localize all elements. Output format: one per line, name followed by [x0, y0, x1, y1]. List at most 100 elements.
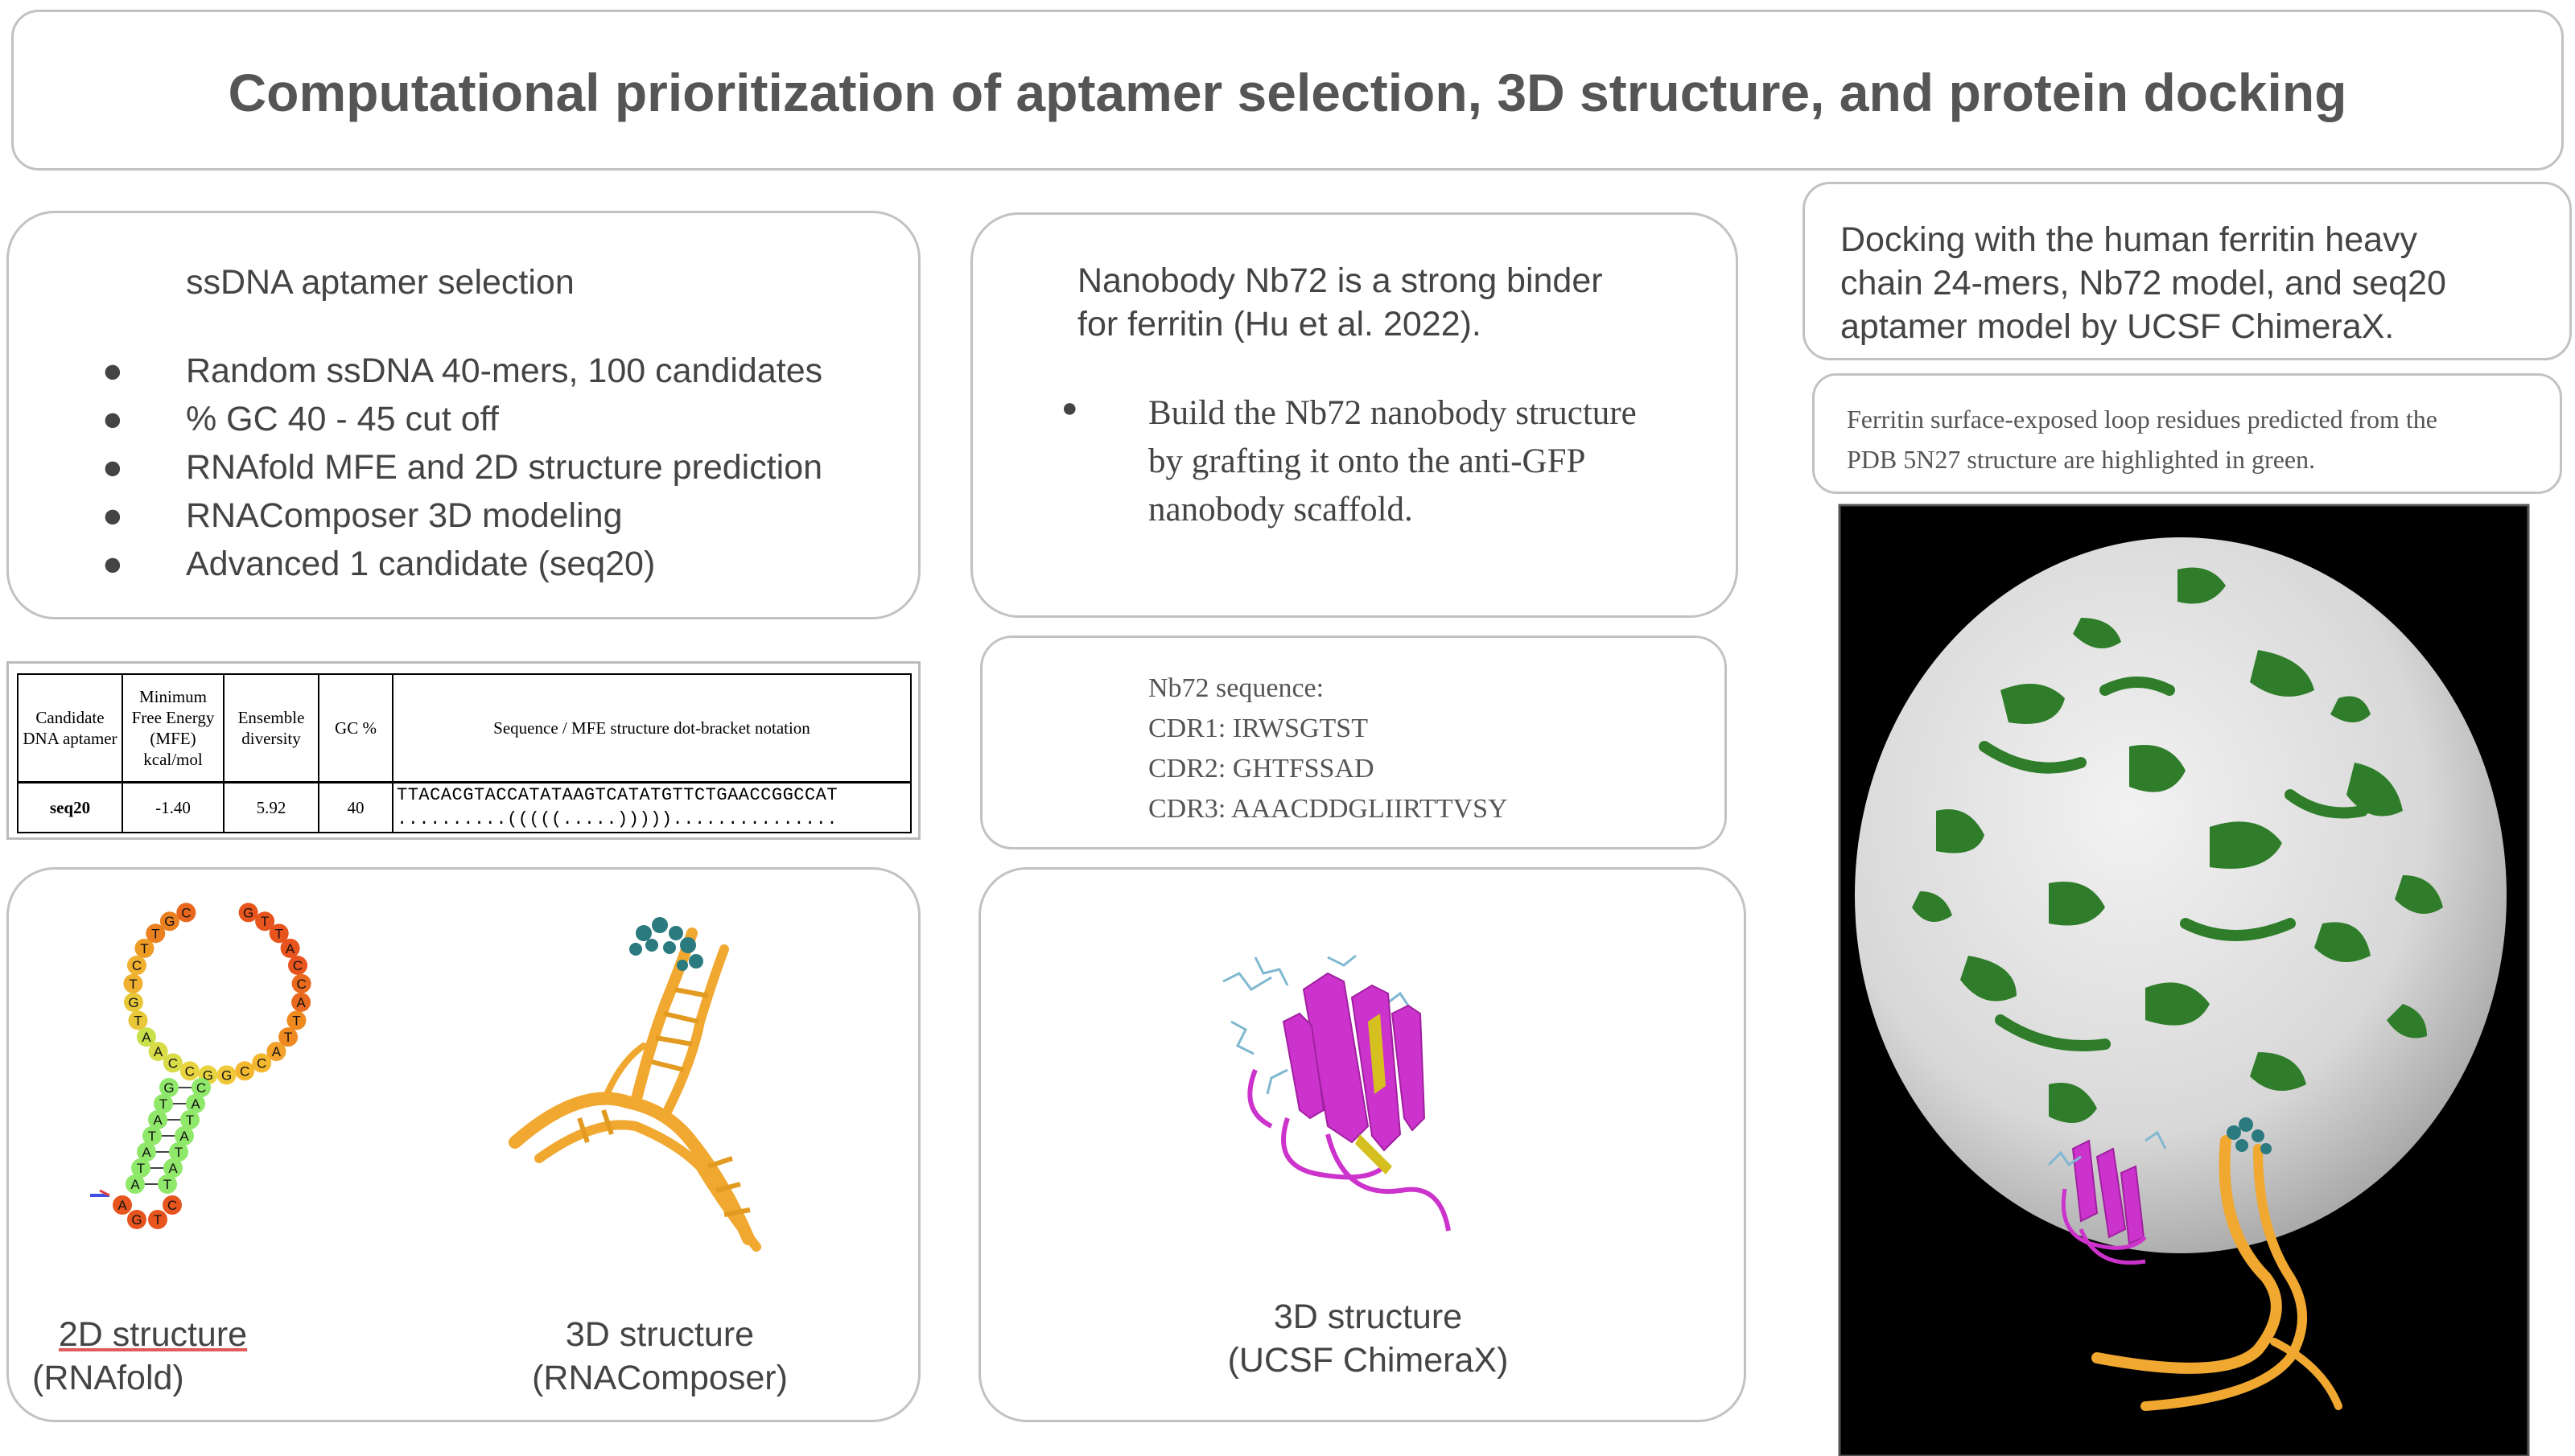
nucleotide-node [134, 938, 154, 958]
docking-panel: Docking with the human ferritin heavy ch… [1802, 182, 2572, 360]
nucleotide-letter: A [153, 1113, 163, 1128]
nucleotide-node [186, 1094, 205, 1113]
nucleotide-node [286, 1010, 307, 1030]
col-header: GC % [318, 673, 393, 783]
nucleotide-letter: T [275, 926, 283, 941]
nucleotide-node [126, 1174, 145, 1194]
nanobody-3d-structure [1222, 954, 1451, 1232]
nucleotide-node [154, 1094, 173, 1113]
cdr3: CDR3: AAACDDGLIIRTTVSY [1148, 794, 1508, 824]
nucleotide-letter: A [154, 1044, 163, 1059]
nucleotide-letter: C [196, 1080, 206, 1096]
nucleotide-node [148, 1210, 167, 1229]
nucleotide-letter: T [186, 1113, 194, 1128]
nucleotide-letter: C [293, 958, 303, 973]
cdr1: CDR1: IRWSGTST [1148, 714, 1368, 743]
caption-2d-title: 2D structure [58, 1315, 248, 1354]
nucleotide-node [175, 1126, 194, 1145]
nucleotide-letter: C [168, 1055, 178, 1071]
title-box: Computational prioritization of aptamer … [11, 10, 2564, 171]
nanobody-bullet-2: by grafting it onto the anti-GFP [1148, 442, 1586, 480]
nucleotide-node [176, 903, 196, 923]
bullet-item: ●% GC 40 - 45 cut off [102, 400, 499, 438]
nucleotide-letter: A [142, 1030, 151, 1045]
nucleotide-letter: C [132, 958, 142, 973]
nucleotide-letter: T [175, 1145, 183, 1160]
col-header: Ensemble diversity [223, 673, 319, 783]
caption-nb-tool: (UCSF ChimeraX) [1227, 1341, 1509, 1380]
nucleotide-node [137, 1142, 156, 1162]
nucleotide-letter: G [243, 905, 253, 920]
nucleotide-node [127, 1210, 146, 1229]
nucleotide-node [192, 1078, 211, 1097]
caption-3d: 3D structure (RNAComposer) [499, 1313, 821, 1400]
mfe-table-frame: Candidate DNA aptamer Minimum Free Energ… [6, 661, 921, 840]
nanobody-text-1: Nanobody Nb72 is a strong binder [1077, 261, 1603, 300]
nucleotide-node [163, 1053, 183, 1073]
nucleotide-letter: G [131, 1212, 142, 1228]
nucleotide-node [123, 992, 143, 1012]
caption-2d-tool: (RNAfold) [32, 1359, 184, 1397]
nanobody-text-2: for ferritin (Hu et al. 2022). [1077, 305, 1481, 343]
docking-note-panel: Ferritin surface-exposed loop residues p… [1812, 373, 2562, 494]
nanobody-bullet-3: nanobody scaffold. [1148, 491, 1413, 529]
cell-sequence: TTACACGTACCATATAAGTCATATGTTCTGAACCGGCCAT… [392, 780, 912, 833]
nucleotide-letter: C [181, 905, 191, 920]
nucleotide-node [169, 1142, 188, 1162]
nucleotide-node [113, 1195, 132, 1215]
ferritin-docking-render [1838, 504, 2530, 1456]
nucleotide-letter: T [261, 914, 269, 929]
nucleotide-node [142, 1126, 162, 1145]
nucleotide-node [235, 1061, 255, 1081]
nucleotide-letter: G [164, 914, 175, 929]
nanobody-panel: Nanobody Nb72 is a strong binder for fer… [970, 212, 1738, 618]
nucleotide-node [123, 973, 143, 993]
nucleotide-node [180, 1110, 200, 1129]
bullet-item: ●Random ssDNA 40-mers, 100 candidates [102, 352, 823, 390]
col-header: Candidate DNA aptamer [17, 673, 123, 783]
sequence-text: TTACACGTACCATATAAGTCATATGTTCTGAACCGGCCAT [397, 784, 838, 805]
cell-gc: 40 [318, 780, 393, 833]
nanobody-bullet-1: Build the Nb72 nanobody structure [1148, 394, 1637, 432]
dot-bracket-text: ..........(((((.....)))))............... [397, 808, 838, 829]
nucleotide-node [163, 1195, 182, 1215]
nucleotide-letter: A [130, 1177, 140, 1192]
page-title: Computational prioritization of aptamer … [228, 63, 2347, 122]
nucleotide-letter: T [140, 941, 148, 956]
cell-name: seq20 [17, 780, 123, 833]
bullet-dot: ● [1061, 393, 1078, 423]
cell-mfe: -1.40 [122, 780, 225, 833]
nucleotide-node [148, 1042, 168, 1062]
nucleotide-node [179, 1061, 200, 1081]
nucleotide-node [280, 938, 300, 958]
caption-nanobody-3d: 3D structure (UCSF ChimeraX) [1167, 1295, 1569, 1382]
nucleotide-node [291, 973, 311, 993]
bullet-item: ●RNAComposer 3D modeling [102, 496, 623, 535]
nucleotide-letter: C [240, 1063, 249, 1079]
nucleotide-letter: C [257, 1055, 266, 1071]
nucleotide-letter: A [179, 1129, 189, 1144]
caption-nb-title: 3D structure [1273, 1298, 1463, 1336]
caption-2d: 2D structure (RNAfold) [32, 1313, 274, 1400]
nucleotide-node [146, 923, 166, 944]
cdr2: CDR2: GHTFSSAD [1148, 754, 1374, 784]
cell-diversity: 5.92 [223, 780, 319, 833]
structures-panel [6, 867, 921, 1422]
caption-3d-title: 3D structure [565, 1315, 755, 1354]
nucleotide-node [266, 1042, 286, 1062]
nucleotide-node [255, 911, 275, 932]
nucleotide-letter: T [129, 977, 137, 992]
nucleotide-node [252, 1053, 272, 1073]
nucleotide-node [148, 1110, 167, 1129]
nucleotide-node [269, 923, 289, 944]
nucleotide-letter: A [117, 1198, 127, 1213]
nucleotide-letter: T [137, 1161, 145, 1176]
nucleotide-letter: C [296, 977, 306, 992]
nucleotide-letter: T [154, 1212, 162, 1228]
nucleotide-node [131, 1158, 150, 1178]
nucleotide-letter: C [185, 1063, 195, 1079]
nucleotide-node [159, 911, 179, 932]
nb72-seq-header: Nb72 sequence: [1148, 673, 1325, 703]
selection-bullets: ●Random ssDNA 40-mers, 100 candidates ●%… [102, 347, 823, 588]
